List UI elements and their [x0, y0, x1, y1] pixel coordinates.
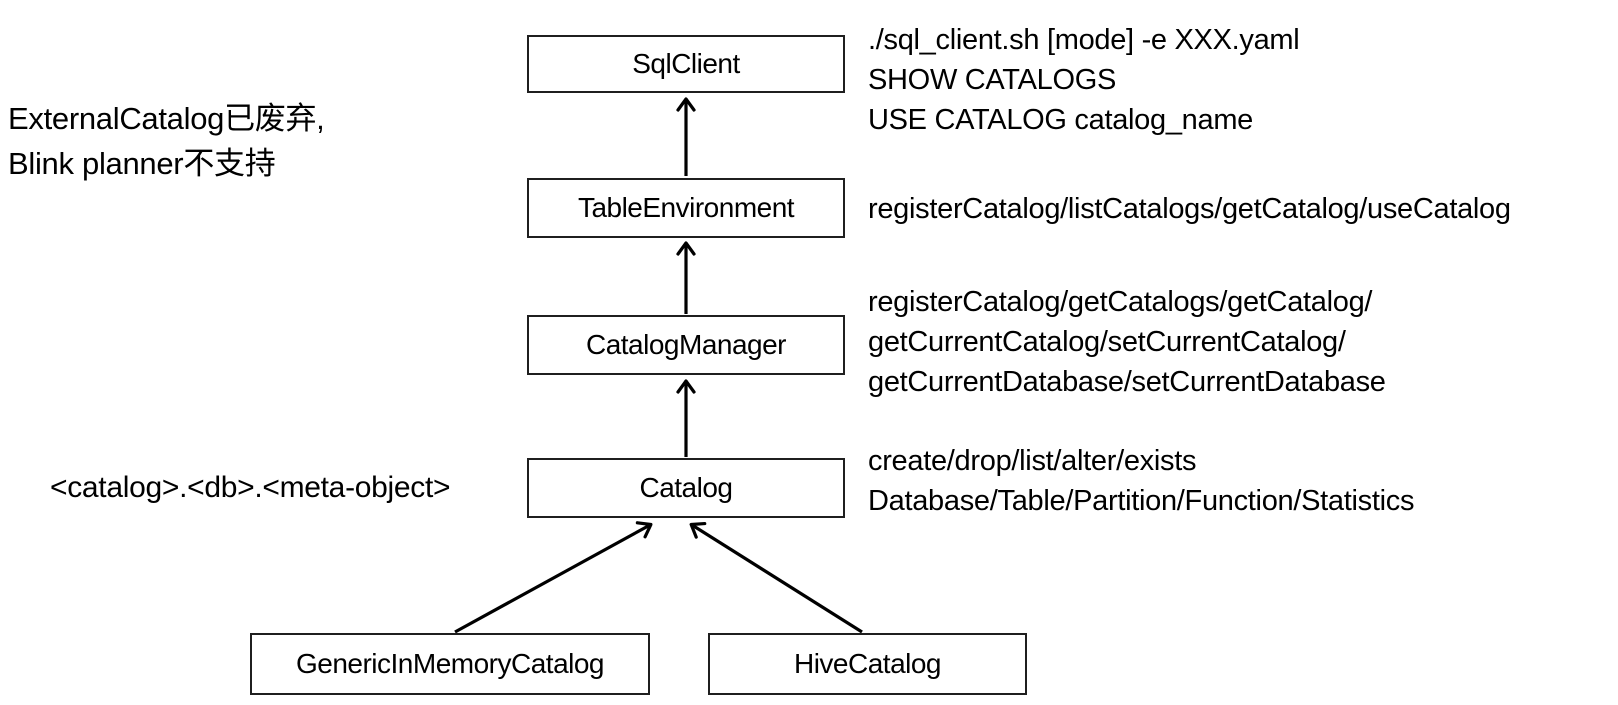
deprecated-note: ExternalCatalog已废弃, Blink planner不支持: [8, 96, 325, 186]
namespace-note: <catalog>.<db>.<meta-object>: [50, 470, 451, 506]
catalog-note: create/drop/list/alter/exists Database/T…: [868, 441, 1414, 521]
node-table-environment: TableEnvironment: [527, 178, 845, 238]
sql-client-note-line: USE CATALOG catalog_name: [868, 104, 1254, 136]
deprecated-note-line: ExternalCatalog已废弃,: [8, 101, 325, 136]
catalog-manager-note-line: getCurrentDatabase/setCurrentDatabase: [868, 366, 1386, 398]
node-sql-client-label: SqlClient: [632, 48, 740, 79]
deprecated-note-line: Blink planner不支持: [8, 146, 276, 181]
node-catalog-label: Catalog: [639, 472, 733, 503]
sql-client-note: ./sql_client.sh [mode] -e XXX.yaml SHOW …: [868, 20, 1300, 140]
node-catalog-manager-label: CatalogManager: [585, 329, 787, 360]
node-catalog-manager: CatalogManager: [527, 315, 845, 375]
table-environment-note: registerCatalog/listCatalogs/getCatalog/…: [868, 189, 1511, 229]
catalog-note-line: Database/Table/Partition/Function/Statis…: [868, 485, 1415, 517]
sql-client-note-line: ./sql_client.sh [mode] -e XXX.yaml: [868, 24, 1300, 56]
node-table-environment-label: TableEnvironment: [577, 192, 795, 223]
node-generic-in-memory-catalog: GenericInMemoryCatalog: [250, 633, 650, 695]
node-sql-client: SqlClient: [527, 35, 845, 93]
node-catalog: Catalog: [527, 458, 845, 518]
edge-hivecatalog-to-catalog: [689, 521, 863, 634]
catalog-manager-note-line: getCurrentCatalog/setCurrentCatalog/: [868, 326, 1346, 358]
table-environment-note-line: registerCatalog/listCatalogs/getCatalog/…: [868, 193, 1511, 225]
namespace-note-line: <catalog>.<db>.<meta-object>: [50, 471, 451, 504]
catalog-manager-note-line: registerCatalog/getCatalogs/getCatalog/: [868, 286, 1373, 318]
node-hive-catalog: HiveCatalog: [708, 633, 1027, 695]
edge-genericinmemorycatalog-to-catalog: [454, 521, 653, 634]
catalog-manager-note: registerCatalog/getCatalogs/getCatalog/ …: [868, 282, 1386, 402]
node-generic-in-memory-catalog-label: GenericInMemoryCatalog: [295, 648, 605, 679]
catalog-note-line: create/drop/list/alter/exists: [868, 445, 1197, 477]
sql-client-note-line: SHOW CATALOGS: [868, 64, 1116, 96]
node-hive-catalog-label: HiveCatalog: [793, 648, 942, 679]
